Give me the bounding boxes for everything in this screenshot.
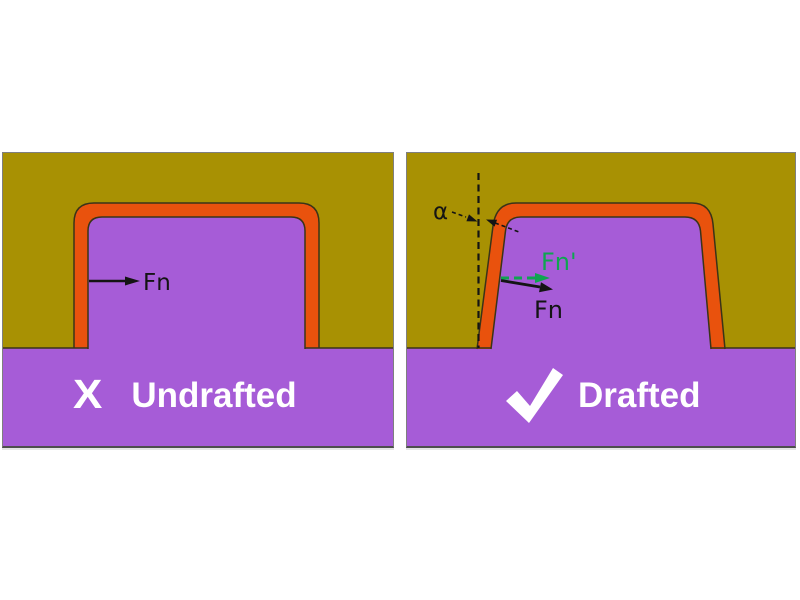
undrafted-caption-text: Undrafted bbox=[131, 375, 297, 415]
normal-force-arrow bbox=[500, 279, 541, 289]
fn-prime-label: Fn' bbox=[541, 248, 577, 276]
checkmark-icon bbox=[506, 368, 563, 423]
wall-callout-line bbox=[494, 222, 520, 233]
core-base bbox=[3, 348, 393, 446]
fn-label: Fn bbox=[534, 296, 563, 324]
core-boss bbox=[87, 216, 306, 349]
undrafted-panel: Fn X Undrafted bbox=[2, 152, 394, 448]
core-boss bbox=[490, 216, 712, 350]
core-base bbox=[407, 348, 795, 446]
checkmark-shape bbox=[506, 368, 563, 423]
drafted-caption-text: Drafted bbox=[578, 375, 701, 415]
drafted-panel: α Fn' Fn Drafted bbox=[406, 152, 796, 448]
fn-label: Fn bbox=[143, 270, 171, 296]
normal-force-arrowhead bbox=[539, 282, 553, 293]
normal-force-arrowhead bbox=[125, 276, 140, 286]
undrafted-diagram: Fn bbox=[3, 153, 393, 446]
reduced-force-arrowhead bbox=[535, 273, 550, 283]
drafted-diagram: α Fn' Fn bbox=[407, 153, 795, 446]
alpha-callout-line bbox=[451, 211, 467, 218]
cross-mark-icon: X bbox=[73, 372, 103, 418]
alpha-callout-arrowhead bbox=[466, 214, 478, 222]
drafted-caption: Drafted bbox=[503, 365, 701, 425]
undrafted-caption: X Undrafted bbox=[73, 373, 297, 417]
alpha-label: α bbox=[433, 199, 448, 225]
wall-callout-arrowhead bbox=[486, 219, 498, 227]
